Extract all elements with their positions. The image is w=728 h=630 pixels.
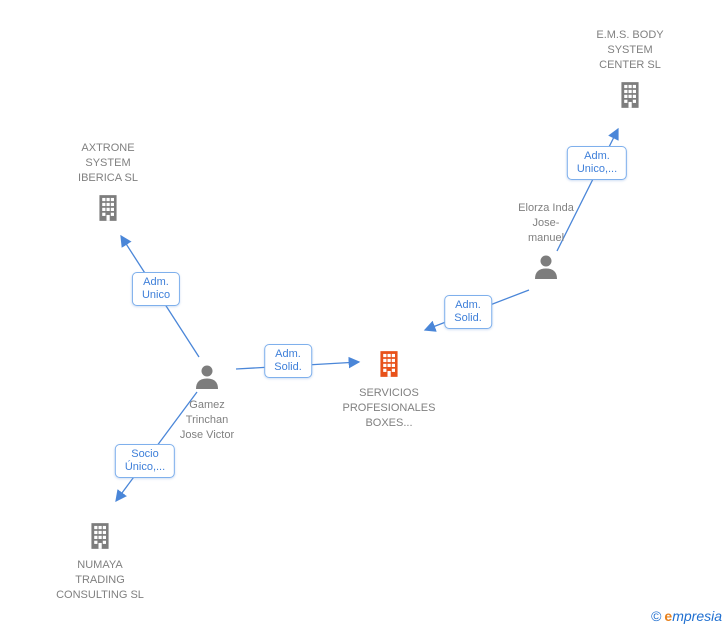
edge-label-socio-unico: Socio Único,...: [114, 444, 176, 478]
brand-name: empresia: [664, 608, 722, 624]
node-numaya-trading-consulting[interactable]: NUMAYA TRADING CONSULTING SL: [30, 514, 170, 603]
edge-label-adm-solid: Adm. Solid.: [264, 344, 312, 378]
company-name[interactable]: AXTRONE SYSTEM IBERICA SL: [78, 142, 138, 184]
company-name[interactable]: NUMAYA TRADING CONSULTING SL: [56, 559, 144, 601]
edge-label-adm-unico: Adm. Unico: [131, 272, 181, 306]
edge-label-adm-solid: Adm. Solid.: [444, 295, 492, 329]
brand-first-letter: e: [664, 608, 673, 624]
node-ems-body-system-center[interactable]: E.M.S. BODY SYSTEM CENTER SL: [560, 28, 700, 117]
copyright-symbol: ©: [651, 608, 662, 624]
person-icon[interactable]: [193, 363, 221, 391]
company-name[interactable]: E.M.S. BODY SYSTEM CENTER SL: [596, 29, 664, 71]
node-gamez-trinchan-jose-victor[interactable]: Gamez Trinchan Jose Victor: [137, 356, 277, 443]
node-axtrone-system-iberica[interactable]: AXTRONE SYSTEM IBERICA SL: [38, 141, 178, 230]
building-icon[interactable]: [374, 349, 404, 379]
company-name[interactable]: SERVICIOS PROFESIONALES BOXES...: [342, 387, 436, 429]
person-name[interactable]: Elorza Inda Jose- manuel: [518, 202, 574, 244]
person-icon[interactable]: [532, 253, 560, 281]
node-elorza-inda-jose-manuel[interactable]: Elorza Inda Jose- manuel: [476, 201, 616, 288]
brand-rest: mpresia: [672, 608, 722, 624]
building-icon[interactable]: [85, 521, 115, 551]
empresia-logo: © empresia: [651, 608, 722, 624]
building-icon[interactable]: [615, 80, 645, 110]
node-servicios-profesionales-boxes[interactable]: SERVICIOS PROFESIONALES BOXES...: [319, 342, 459, 431]
edge-label-adm-unico-etc: Adm. Unico,...: [566, 146, 628, 180]
person-name[interactable]: Gamez Trinchan Jose Victor: [179, 399, 235, 441]
building-icon[interactable]: [93, 193, 123, 223]
